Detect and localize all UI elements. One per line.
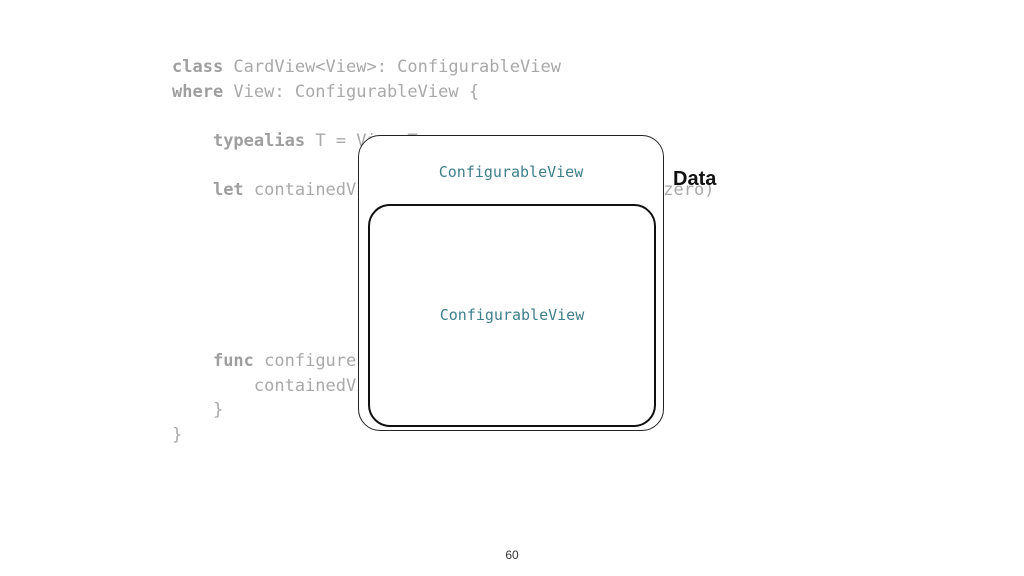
inner-view-label: ConfigurableView [439, 306, 585, 324]
code-keyword: where [172, 81, 224, 102]
code-keyword: typealias [212, 130, 306, 151]
outer-view-label: ConfigurableView [438, 163, 584, 181]
code-text: } [172, 400, 224, 420]
page-number: 60 [505, 548, 519, 562]
code-keyword: func [212, 351, 254, 371]
code-text: View: ConfigurableView { [223, 81, 480, 102]
code-text: CardView<View>: ConfigurableView [223, 57, 561, 77]
data-label: Data [673, 168, 717, 190]
code-text: } [172, 424, 183, 445]
code-keyword: let [212, 179, 244, 200]
inner-view-box [368, 204, 656, 427]
code-keyword: class [172, 57, 224, 77]
